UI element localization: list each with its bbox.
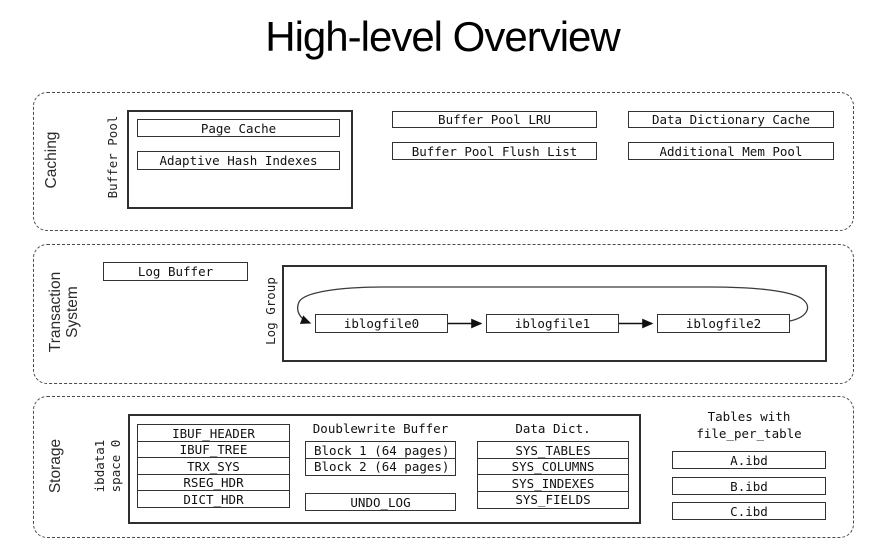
rseg-hdr-box: RSEG_HDR	[137, 473, 290, 492]
log-group-box	[282, 265, 827, 362]
doublewrite-buffer-title: Doublewrite Buffer	[312, 421, 449, 436]
iblogfile1-box: iblogfile1	[486, 314, 619, 333]
additional-mem-pool-box: Additional Mem Pool	[628, 142, 834, 160]
block1-box: Block 1 (64 pages)	[305, 441, 456, 459]
system-pages-stack: IBUF_HEADER IBUF_TREE TRX_SYS RSEG_HDR D…	[137, 424, 290, 508]
buffer-pool-label: Buffer Pool	[104, 115, 120, 199]
page-cache-box: Page Cache	[137, 119, 340, 137]
data-dictionary-cache-box: Data Dictionary Cache	[628, 111, 834, 128]
ibuf-header-box: IBUF_HEADER	[137, 424, 290, 442]
block2-box: Block 2 (64 pages)	[305, 457, 456, 476]
log-buffer-box: Log Buffer	[103, 262, 248, 281]
adaptive-hash-indexes-box: Adaptive Hash Indexes	[137, 151, 340, 170]
c-ibd-box: C.ibd	[672, 502, 826, 520]
buffer-pool-flush-list-box: Buffer Pool Flush List	[392, 142, 597, 160]
trx-sys-box: TRX_SYS	[137, 457, 290, 475]
log-group-arrows	[296, 286, 809, 329]
sys-tables-box: SYS_TABLES	[477, 441, 629, 459]
doublewrite-blocks-stack: Block 1 (64 pages) Block 2 (64 pages)	[305, 441, 456, 476]
caching-section-label: Caching	[43, 131, 61, 189]
file-per-table-title: Tables with file_per_table	[696, 409, 802, 441]
ibuf-tree-box: IBUF_TREE	[137, 440, 290, 459]
data-dict-title: Data Dict.	[515, 421, 591, 436]
iblogfile0-box: iblogfile0	[315, 314, 448, 333]
buffer-pool-lru-box: Buffer Pool LRU	[392, 111, 597, 128]
page-title: High-level Overview	[265, 13, 620, 60]
sys-columns-box: SYS_COLUMNS	[477, 457, 629, 476]
storage-section-label: Storage	[47, 438, 65, 494]
ibdata1-space0-label: ibdata1 space 0	[91, 439, 123, 493]
a-ibd-box: A.ibd	[672, 451, 826, 469]
dict-hdr-box: DICT_HDR	[137, 490, 290, 508]
sys-indexes-box: SYS_INDEXES	[477, 474, 629, 492]
b-ibd-box: B.ibd	[672, 477, 826, 495]
sys-fields-box: SYS_FIELDS	[477, 490, 629, 509]
data-dict-stack: SYS_TABLES SYS_COLUMNS SYS_INDEXES SYS_F…	[477, 441, 629, 509]
loop-arrow-icon	[296, 286, 809, 324]
transaction-section-label: Transaction System	[46, 271, 81, 353]
log-group-label: Log Group	[262, 277, 278, 345]
iblogfile2-box: iblogfile2	[657, 314, 790, 333]
undo-log-box: UNDO_LOG	[305, 493, 456, 511]
